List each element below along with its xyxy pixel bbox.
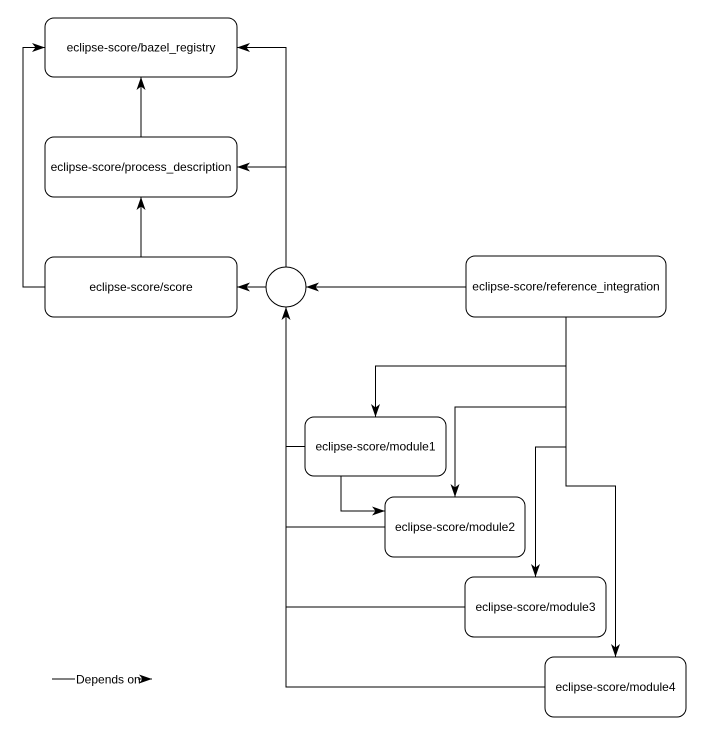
- node-module4-label: eclipse-score/module4: [555, 680, 675, 694]
- edge-reference-integration-to-module1: [371, 365, 566, 417]
- node-reference-integration-label: eclipse-score/reference_integration: [472, 280, 659, 294]
- edge-score-to-bazel-registry: [22, 43, 45, 288]
- node-module2-label: eclipse-score/module2: [395, 520, 515, 534]
- node-module1: eclipse-score/module1: [304, 416, 447, 477]
- edge-junction-to-bazel-registry: [237, 43, 287, 267]
- edge-reference-integration-to-module4: [565, 317, 620, 657]
- legend: Depends on: [52, 673, 152, 687]
- edges: [22, 43, 620, 688]
- legend-label: Depends on: [76, 673, 141, 687]
- edge-modules-trunk-to-junction: [281, 307, 545, 688]
- node-score: eclipse-score/score: [44, 256, 238, 318]
- node-reference-integration: eclipse-score/reference_integration: [465, 255, 667, 318]
- node-score-label: eclipse-score/score: [89, 280, 193, 294]
- node-module2: eclipse-score/module2: [384, 496, 526, 558]
- node-process-description: eclipse-score/process_description: [44, 136, 238, 198]
- edge-reference-integration-to-module2: [450, 406, 566, 497]
- node-module1-label: eclipse-score/module1: [315, 440, 435, 454]
- edge-reference-integration-to-module3: [531, 446, 566, 577]
- node-bazel-registry: eclipse-score/bazel_registry: [44, 17, 238, 78]
- node-bazel-registry-label: eclipse-score/bazel_registry: [67, 41, 216, 55]
- node-process-description-label: eclipse-score/process_description: [51, 160, 232, 174]
- node-module3: eclipse-score/module3: [464, 576, 607, 638]
- merge-junction-circle: [265, 266, 307, 308]
- edge-module1-to-module2: [340, 476, 385, 516]
- node-module3-label: eclipse-score/module3: [475, 600, 595, 614]
- node-module4: eclipse-score/module4: [544, 656, 687, 718]
